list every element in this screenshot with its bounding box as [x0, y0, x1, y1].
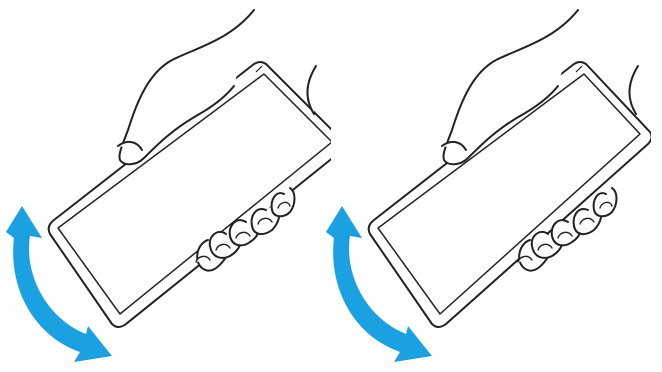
- illustration-panel-2: [320, 0, 651, 372]
- illustration-panel-1: [0, 0, 331, 372]
- panel-1-drawing: [0, 0, 331, 372]
- panel-2-drawing: [320, 0, 651, 372]
